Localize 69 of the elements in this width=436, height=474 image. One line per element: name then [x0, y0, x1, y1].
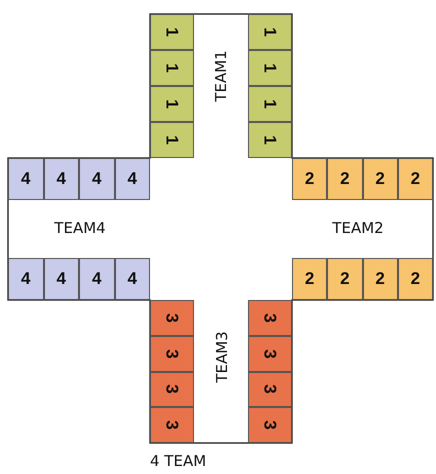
- team-cell: [8, 258, 44, 300]
- team-cell: [362, 258, 398, 300]
- team-cell: [398, 158, 433, 200]
- team-cell: [8, 158, 44, 200]
- team-cell: [150, 122, 194, 158]
- team-cell: [248, 122, 292, 158]
- cell-number: 3: [260, 313, 280, 323]
- cell-number: 3: [162, 420, 182, 430]
- cell-number: 1: [162, 63, 182, 73]
- team-cell: [150, 407, 194, 443]
- cell-number: 2: [410, 269, 420, 289]
- team-cell: [248, 372, 292, 408]
- team-cell: [248, 336, 292, 372]
- team-label: TEAM2: [332, 219, 384, 237]
- cell-number: 4: [56, 169, 66, 189]
- team-cell: [79, 158, 114, 200]
- team-cell: [248, 300, 292, 336]
- cell-number: 2: [375, 169, 385, 189]
- cell-number: 3: [260, 420, 280, 430]
- team-cell: [327, 158, 362, 200]
- team-cell: [362, 158, 398, 200]
- team-cell: [248, 50, 292, 86]
- cell-number: 1: [260, 135, 280, 145]
- team-cell: [114, 258, 150, 300]
- team-cell: [248, 86, 292, 122]
- cell-number: 4: [128, 269, 137, 289]
- team-label: TEAM1: [212, 50, 230, 102]
- team-cell: [114, 158, 150, 200]
- cell-number: 3: [162, 348, 182, 358]
- team-label: TEAM3: [213, 331, 231, 383]
- team-cell: [150, 336, 194, 372]
- cell-number: 4: [92, 169, 102, 189]
- team-cell: [292, 158, 328, 200]
- team-cell: [150, 86, 194, 122]
- cell-number: 4: [92, 269, 102, 289]
- cell-number: 1: [260, 63, 280, 73]
- team-cell: [248, 14, 292, 50]
- team-cell: [327, 258, 362, 300]
- cell-number: 2: [340, 169, 350, 189]
- team-cell: [44, 158, 79, 200]
- cell-number: 2: [340, 269, 350, 289]
- caption: 4 TEAM: [150, 452, 206, 470]
- team-cell: [150, 300, 194, 336]
- team-cell: [44, 258, 79, 300]
- cell-number: 1: [260, 27, 280, 37]
- cell-number: 2: [304, 169, 314, 189]
- team-cell: [398, 258, 433, 300]
- cell-number: 4: [21, 169, 30, 189]
- cell-number: 4: [21, 269, 30, 289]
- cell-number: 1: [162, 27, 182, 37]
- cell-number: 3: [260, 348, 280, 358]
- team-cell: [150, 50, 194, 86]
- cell-number: 4: [56, 269, 66, 289]
- team-cell: [248, 407, 292, 443]
- team-cell: [79, 258, 114, 300]
- cell-number: 1: [260, 99, 280, 109]
- cell-number: 1: [162, 99, 182, 109]
- team-cell: [292, 258, 328, 300]
- cell-number: 3: [162, 384, 182, 394]
- cell-number: 2: [304, 269, 314, 289]
- team-label: TEAM4: [54, 219, 106, 237]
- cell-number: 3: [260, 384, 280, 394]
- cell-number: 1: [162, 135, 182, 145]
- cell-number: 3: [162, 313, 182, 323]
- team-cell: [150, 14, 194, 50]
- cell-number: 4: [128, 169, 137, 189]
- team-cell: [150, 372, 194, 408]
- cell-number: 2: [375, 269, 385, 289]
- cell-number: 2: [410, 169, 420, 189]
